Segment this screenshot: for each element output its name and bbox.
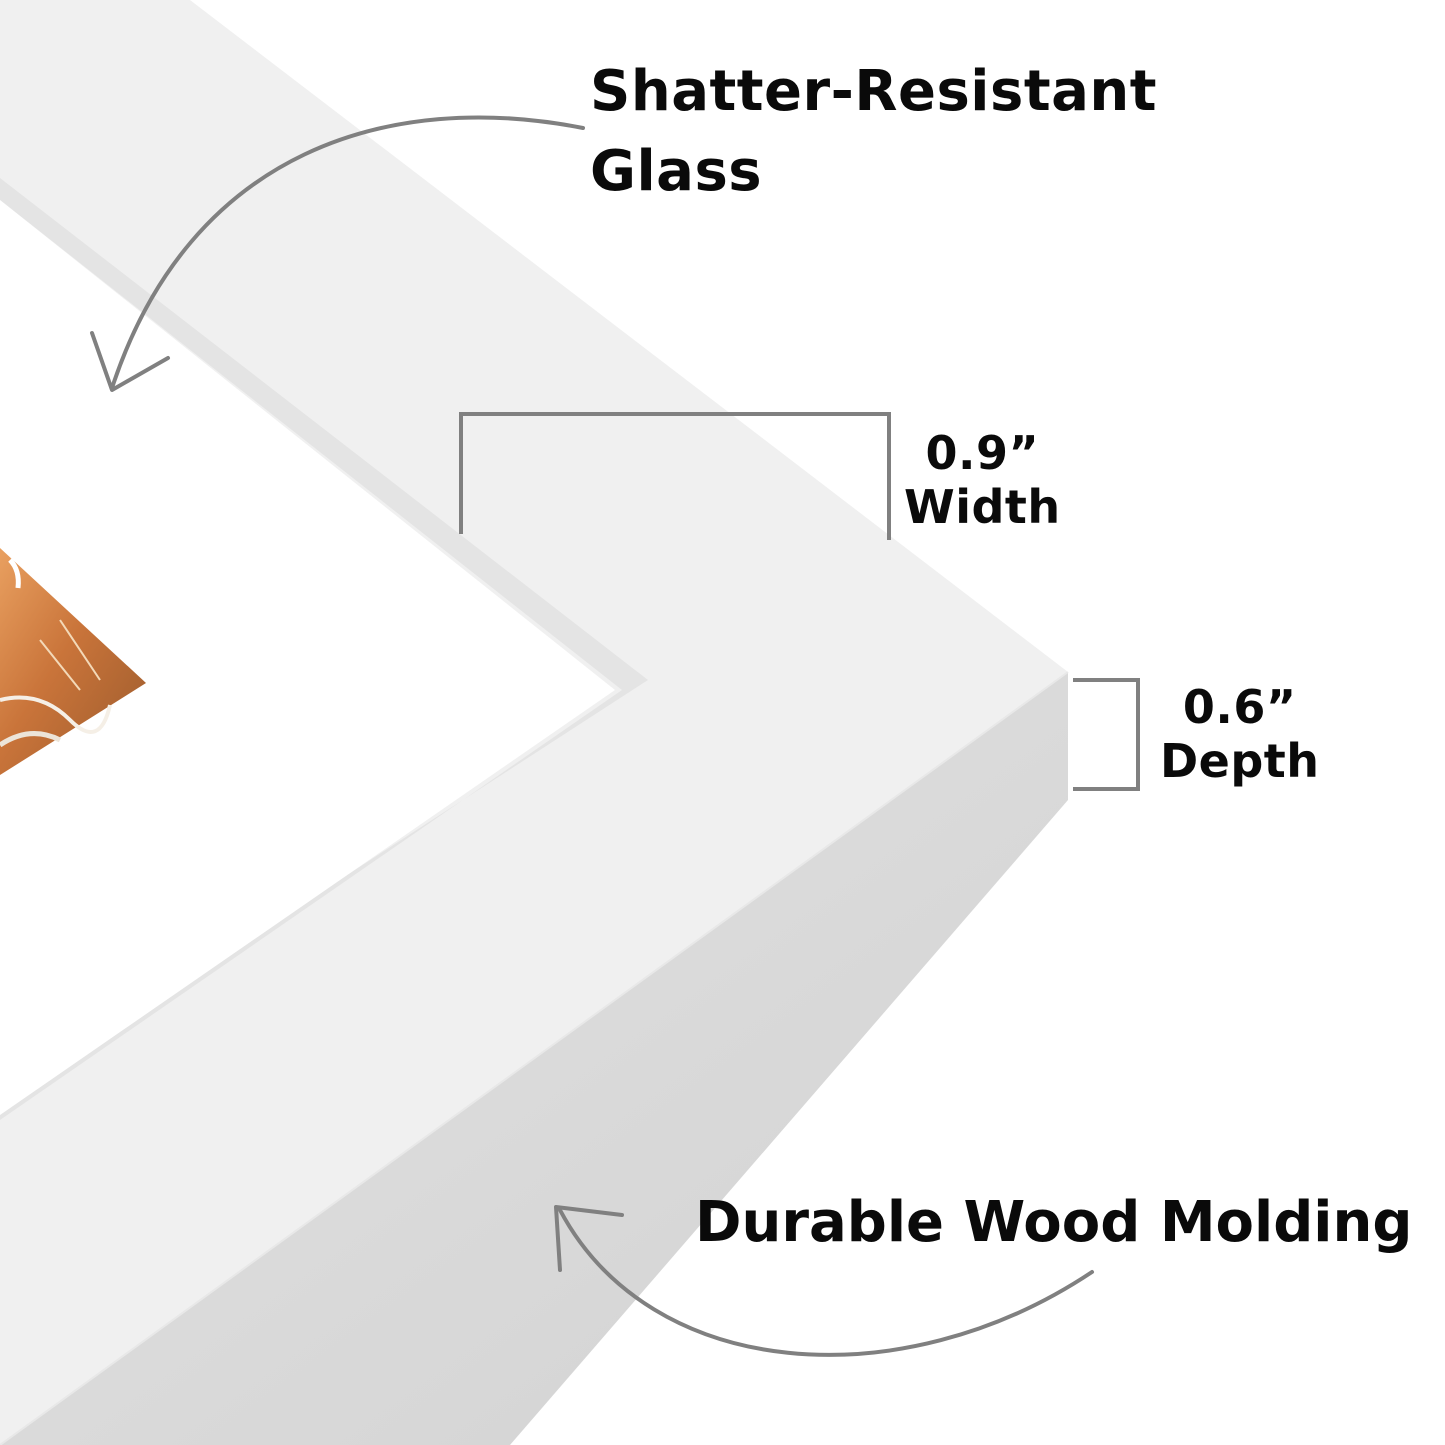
width-dimension-label: 0.9” Width (904, 426, 1061, 534)
bracket-icon (459, 412, 891, 540)
molding-feature-label: Durable Wood Molding (695, 1190, 1413, 1255)
depth-value: 0.6” (1182, 680, 1297, 734)
glass-label-line-2: Glass (590, 139, 763, 204)
width-value: 0.9” (925, 426, 1040, 480)
depth-dimension-label: 0.6” Depth (1160, 680, 1320, 788)
photo-corner (0, 548, 146, 775)
glass-feature-label: Shatter-Resistant Glass (590, 52, 1157, 212)
curved-arrow-icon (90, 115, 585, 392)
glass-label-line-1: Shatter-Resistant (590, 59, 1158, 124)
depth-caption: Depth (1160, 734, 1320, 788)
curved-arrow-icon (554, 1205, 1094, 1357)
width-caption: Width (904, 480, 1061, 534)
bracket-icon (1073, 678, 1140, 791)
mat (0, 200, 615, 1115)
